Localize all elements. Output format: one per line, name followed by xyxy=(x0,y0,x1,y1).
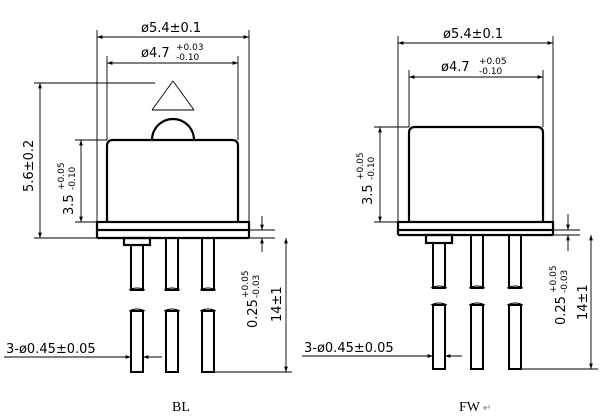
return-mark-icon: ↵ xyxy=(483,403,491,414)
fw-body-height-lower-tol: -0.10 xyxy=(367,156,377,180)
fw-package: ø5.4±0.1 ø4.7 +0.05 -0.10 3.5 +0.05 -0.1… xyxy=(302,27,598,415)
fw-flange-lower-tol: -0.03 xyxy=(560,270,570,293)
bl-leads xyxy=(122,236,217,373)
fw-lead-middle xyxy=(470,234,484,289)
fw-body-height-upper-tol: +0.05 xyxy=(356,152,366,180)
bl-body-height-upper-tol: +0.05 xyxy=(57,162,67,190)
bl-total-height-label: 5.6±0.2 xyxy=(22,140,37,192)
fw-body-height-dimension: 3.5 +0.05 -0.10 xyxy=(356,126,409,223)
bl-flange-upper-tol: +0.05 xyxy=(241,270,251,298)
bl-body-height-dimension: 3.5 +0.05 -0.10 xyxy=(57,139,107,223)
fw-lead-left xyxy=(432,242,446,289)
fw-inner-diameter-upper-tol: +0.05 xyxy=(479,57,507,67)
bl-can-body xyxy=(105,138,240,222)
fw-flange xyxy=(396,220,555,232)
fw-outer-diameter-label: ø5.4±0.1 xyxy=(443,27,503,42)
fw-flange-label: 0.25 xyxy=(554,296,569,325)
fw-inner-diameter-lower-tol: -0.10 xyxy=(479,67,503,77)
fw-flange-upper-tol: +0.05 xyxy=(549,265,559,293)
fw-leads xyxy=(424,233,524,370)
bl-body-height-label: 3.5 xyxy=(62,194,77,215)
bl-lead-length-label: 14±1 xyxy=(270,286,285,322)
bl-flange xyxy=(95,220,251,232)
bl-lead-length-dimension: 14±1 xyxy=(214,238,292,373)
bl-package: ø5.4±0.1 ø4.7 +0.03 -0.10 xyxy=(4,21,292,415)
fw-caption: FW xyxy=(459,400,481,415)
bl-lead-diameter-dimension: 3-ø0.45±0.05 xyxy=(4,342,162,359)
fw-can-body xyxy=(407,125,545,222)
bl-body-height-lower-tol: -0.10 xyxy=(68,166,78,190)
bl-outer-diameter-dimension: ø5.4±0.1 xyxy=(96,21,250,232)
bl-flange-lower-tol: -0.03 xyxy=(252,275,262,298)
bl-outer-diameter-label: ø5.4±0.1 xyxy=(141,21,201,36)
fw-inner-diameter-dimension: ø4.7 +0.05 -0.10 xyxy=(408,57,544,127)
bl-inner-diameter-lower-tol: -0.10 xyxy=(176,53,200,63)
bl-inner-diameter-dimension: ø4.7 +0.03 -0.10 xyxy=(106,43,239,140)
fw-body-height-label: 3.5 xyxy=(361,184,376,205)
bl-lead-diameter-label: 3-ø0.45±0.05 xyxy=(6,342,96,357)
fw-lead-right xyxy=(508,234,522,289)
bl-caption: BL xyxy=(172,400,190,415)
bl-lead-right xyxy=(201,237,215,291)
fw-lead-diameter-label: 3-ø0.45±0.05 xyxy=(304,341,394,356)
bl-lens-dome xyxy=(150,80,196,141)
bl-inner-diameter-upper-tol: +0.03 xyxy=(176,43,204,53)
bl-flange-label: 0.25 xyxy=(246,299,261,328)
fw-flange-dimension: 0.25 +0.05 -0.03 xyxy=(549,214,580,325)
fw-lead-length-label: 14±1 xyxy=(576,284,591,320)
bl-flange-dimension: 0.25 +0.05 -0.03 xyxy=(241,216,275,328)
fw-lead-diameter-dimension: 3-ø0.45±0.05 xyxy=(302,341,462,358)
fw-inner-diameter-label: ø4.7 xyxy=(441,60,470,75)
fw-lead-length-dimension: 14±1 xyxy=(521,235,598,370)
bl-lead-middle xyxy=(165,237,179,291)
bl-lead-left xyxy=(130,244,144,291)
bl-inner-diameter-label: ø4.7 xyxy=(141,46,170,61)
bl-total-height-dimension: 5.6±0.2 xyxy=(22,82,155,239)
fw-outer-diameter-dimension: ø5.4±0.1 xyxy=(397,27,554,222)
